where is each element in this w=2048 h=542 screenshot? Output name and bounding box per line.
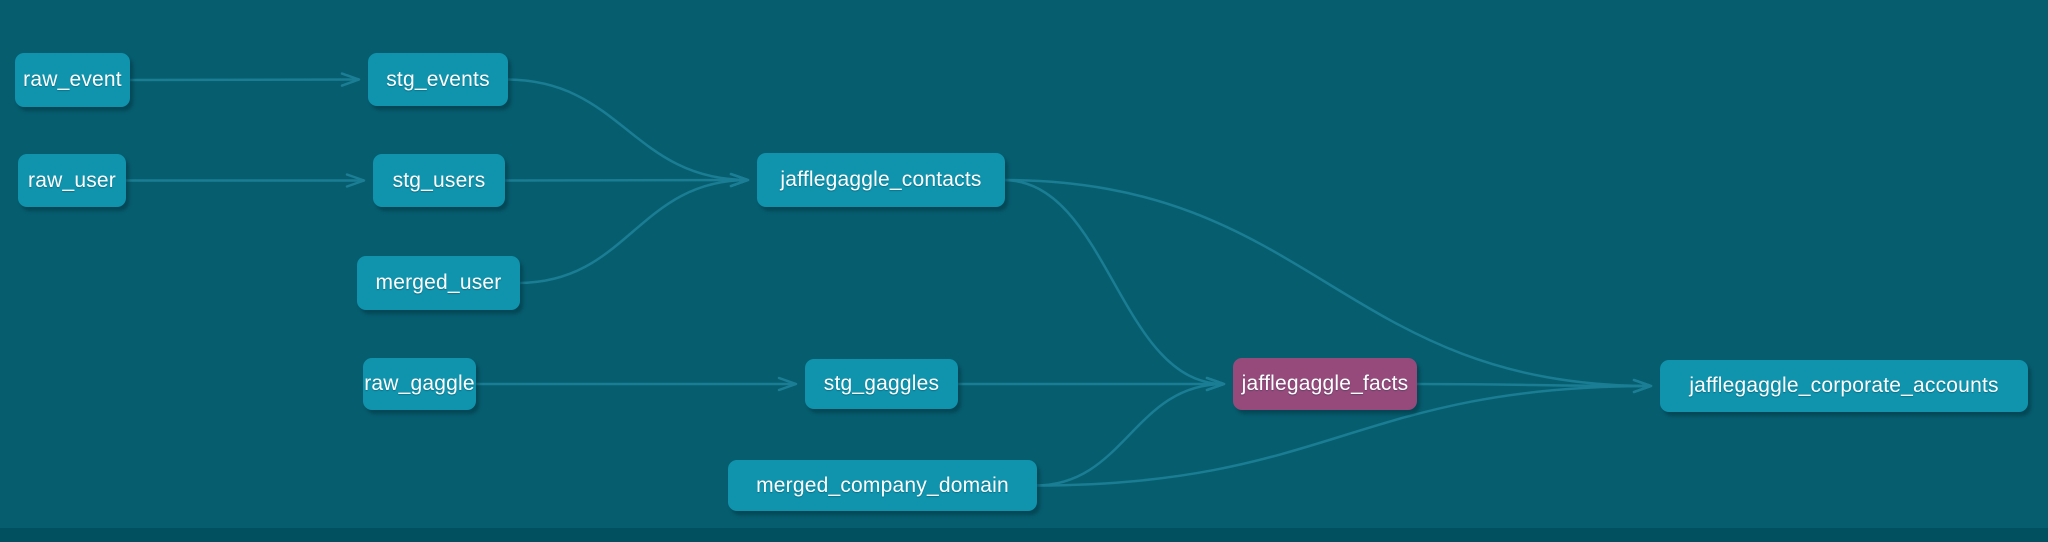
edge-stg_users-to-jafflegaggle_contacts [502,172,750,188]
node-stg_events[interactable]: stg_events [368,53,508,106]
node-label: merged_company_domain [756,473,1009,497]
node-label: stg_users [392,168,486,192]
edge-jafflegaggle_contacts-to-jafflegaggle_facts [1002,178,1226,392]
node-label: jafflegaggle_contacts [780,168,982,191]
node-merged_company_domain[interactable]: merged_company_domain [728,460,1037,511]
edge-merged_company_domain-to-jafflegaggle_corporate_accounts [1034,378,1653,487]
node-label: merged_user [375,271,502,294]
node-stg_users[interactable]: stg_users [373,154,505,207]
edge-jafflegaggle_contacts-to-jafflegaggle_corporate_accounts [1002,178,1653,394]
node-jafflegaggle_corporate_accounts[interactable]: jafflegaggle_corporate_accounts [1660,360,2028,412]
node-merged_user[interactable]: merged_user [357,256,520,310]
node-label: stg_events [386,67,490,91]
edge-merged_company_domain-to-jafflegaggle_facts [1034,376,1226,487]
node-label: stg_gaggles [823,372,940,395]
bottom-bar [0,528,2048,542]
node-stg_gaggles[interactable]: stg_gaggles [805,359,958,409]
node-raw_event[interactable]: raw_event [15,53,130,107]
node-raw_gaggle[interactable]: raw_gaggle [363,358,476,410]
edge-jafflegaggle_facts-to-jafflegaggle_corporate_accounts [1414,378,1653,394]
node-label: raw_event [23,68,122,91]
edge-raw_event-to-stg_events [127,72,361,87]
node-label: raw_user [28,168,116,192]
node-label: raw_gaggle [364,372,475,395]
node-label: jafflegaggle_corporate_accounts [1689,374,1999,397]
node-label: jafflegaggle_facts [1241,372,1409,395]
node-jafflegaggle_facts[interactable]: jafflegaggle_facts [1233,358,1417,410]
node-raw_user[interactable]: raw_user [18,154,126,207]
node-jafflegaggle_contacts[interactable]: jafflegaggle_contacts [757,153,1005,207]
edge-merged_user-to-jafflegaggle_contacts [517,172,750,285]
edge-stg_events-to-jafflegaggle_contacts [505,78,750,188]
